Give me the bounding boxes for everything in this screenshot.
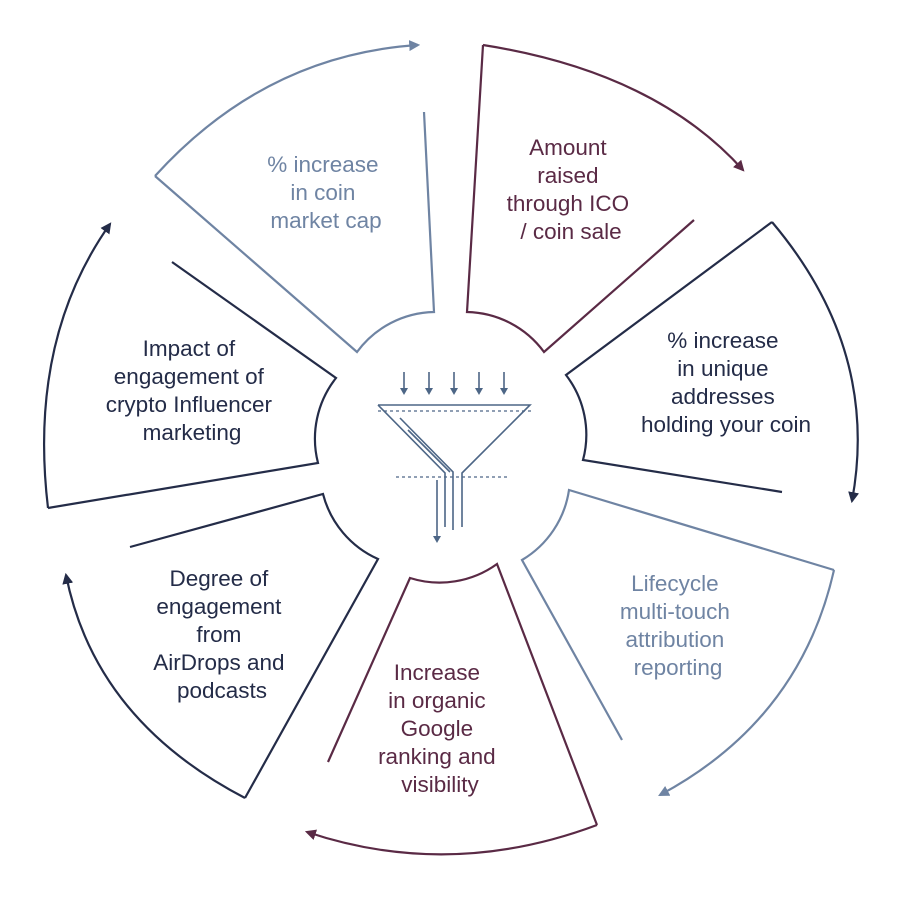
segment-amount-raised-label: Amount raised through ICO / coin sale [507,135,636,244]
segment-organic-ranking: Increase in organic Google ranking and v… [304,562,599,856]
segment-unique-addresses: % increase in unique addresses holding y… [564,221,860,504]
segment-lifecycle-attribution-label: Lifecycle multi-touch attribution report… [620,571,736,680]
segment-amount-raised: Amount raised through ICO / coin sale [465,43,745,354]
segment-organic-ranking-label: Increase in organic Google ranking and v… [378,660,502,797]
segment-market-cap: % increase in coin market cap [154,40,436,354]
segment-airdrops-podcasts-label: Degree of engagement from AirDrops and p… [153,566,291,703]
segment-market-cap-label: % increase in coin market cap [267,152,385,233]
funnel-input-arrows-icon [400,372,508,395]
segment-lifecycle-attribution: Lifecycle multi-touch attribution report… [520,488,836,797]
segment-airdrops-podcasts: Degree of engagement from AirDrops and p… [62,492,380,799]
segment-influencer-marketing-label: Impact of engagement of crypto Influence… [106,336,279,445]
segment-unique-addresses-label: % increase in unique addresses holding y… [641,328,811,437]
funnel-icon [377,372,533,543]
segment-influencer-marketing: Impact of engagement of crypto Influence… [43,222,338,510]
